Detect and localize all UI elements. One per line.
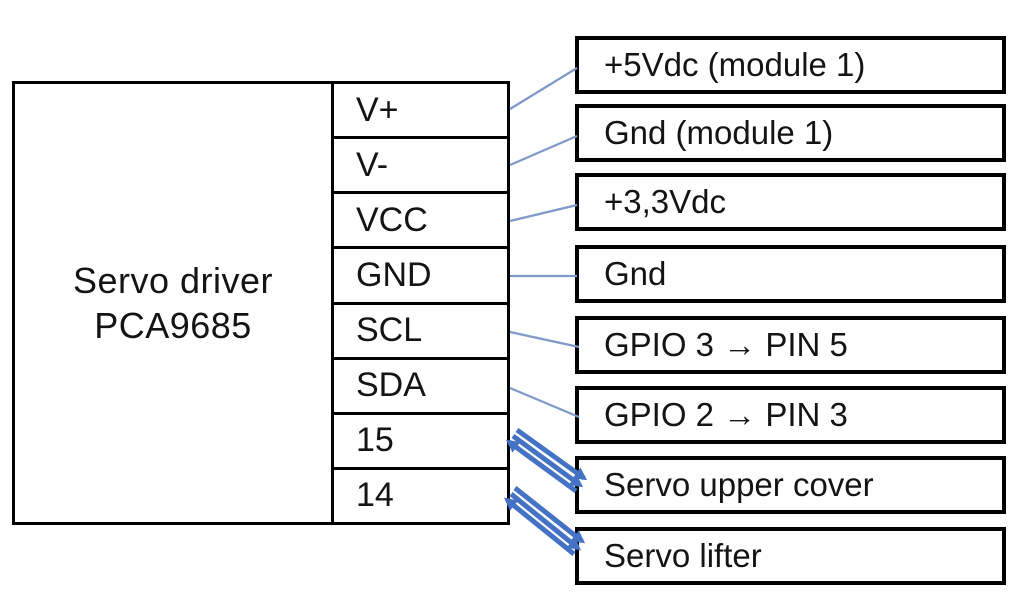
pin-label: 14 [356, 476, 394, 515]
bundle-wire [505, 439, 578, 494]
wire-vcc-to-3v3 [509, 203, 578, 223]
thin-wires [509, 67, 580, 419]
pin-label: SDA [356, 366, 426, 405]
target-box-gnd-module1: Gnd (module 1) [575, 104, 1006, 162]
pin-cell-v-minus: V- [331, 136, 510, 195]
pin-cell-gnd: GND [331, 246, 510, 305]
bundle-pin14-to-lifter [503, 486, 586, 556]
target-label: Servo lifter [604, 537, 762, 574]
driver-title-line1: Servo driver [72, 260, 274, 301]
driver-title-line2: PCA9685 [94, 305, 252, 346]
bundle-pin15-to-upper-cover [505, 427, 588, 494]
pin-cell-14: 14 [331, 466, 510, 525]
wire-sda-to-gpio2 [509, 386, 580, 419]
target-box-5vdc-module1: +5Vdc (module 1) [575, 36, 1006, 94]
pin-cell-vcc: VCC [331, 191, 510, 250]
target-box-servo-lifter: Servo lifter [575, 527, 1006, 585]
target-label: +3,3Vdc [604, 183, 727, 220]
target-label: Servo upper cover [604, 466, 874, 503]
pin-label: V+ [356, 90, 399, 129]
target-label: Gnd (module 1) [604, 114, 834, 151]
bundle-wire [511, 433, 584, 488]
target-box-servo-upper-cover: Servo upper cover [575, 456, 1006, 514]
pin-label: VCC [356, 200, 428, 239]
bundle-wire [503, 497, 576, 556]
bundle-wire [513, 486, 586, 544]
wire-vminus-to-gnd1 [509, 134, 578, 167]
bundle-wire [515, 427, 588, 481]
target-box-gnd: Gnd [575, 245, 1006, 303]
pin-cell-15: 15 [331, 411, 510, 470]
servo-driver-box: Servo driver PCA9685 [12, 81, 334, 525]
target-box-gpio2-pin3: GPIO 2 → PIN 3 [575, 386, 1006, 444]
target-label: GPIO 3 → PIN 5 [604, 326, 848, 363]
target-label: +5Vdc (module 1) [604, 46, 866, 83]
pin-cell-scl: SCL [331, 301, 510, 360]
target-label: GPIO 2 → PIN 3 [604, 396, 848, 433]
pin-label: V- [356, 145, 389, 184]
target-label: Gnd [604, 255, 667, 292]
pin-cell-v-plus: V+ [331, 81, 510, 140]
bundle-wire [509, 492, 582, 551]
target-box-gpio3-pin5: GPIO 3 → PIN 5 [575, 316, 1006, 374]
pin-label: 15 [356, 421, 394, 460]
wire-vplus-to-5vdc [509, 67, 578, 110]
pin-label: SCL [356, 311, 423, 350]
pin-column: V+ V- VCC GND SCL SDA 15 14 [331, 81, 510, 525]
target-box-3v3dc: +3,3Vdc [575, 173, 1006, 231]
pin-cell-sda: SDA [331, 356, 510, 415]
wire-scl-to-gpio3 [509, 330, 580, 349]
pin-label: GND [356, 255, 432, 294]
